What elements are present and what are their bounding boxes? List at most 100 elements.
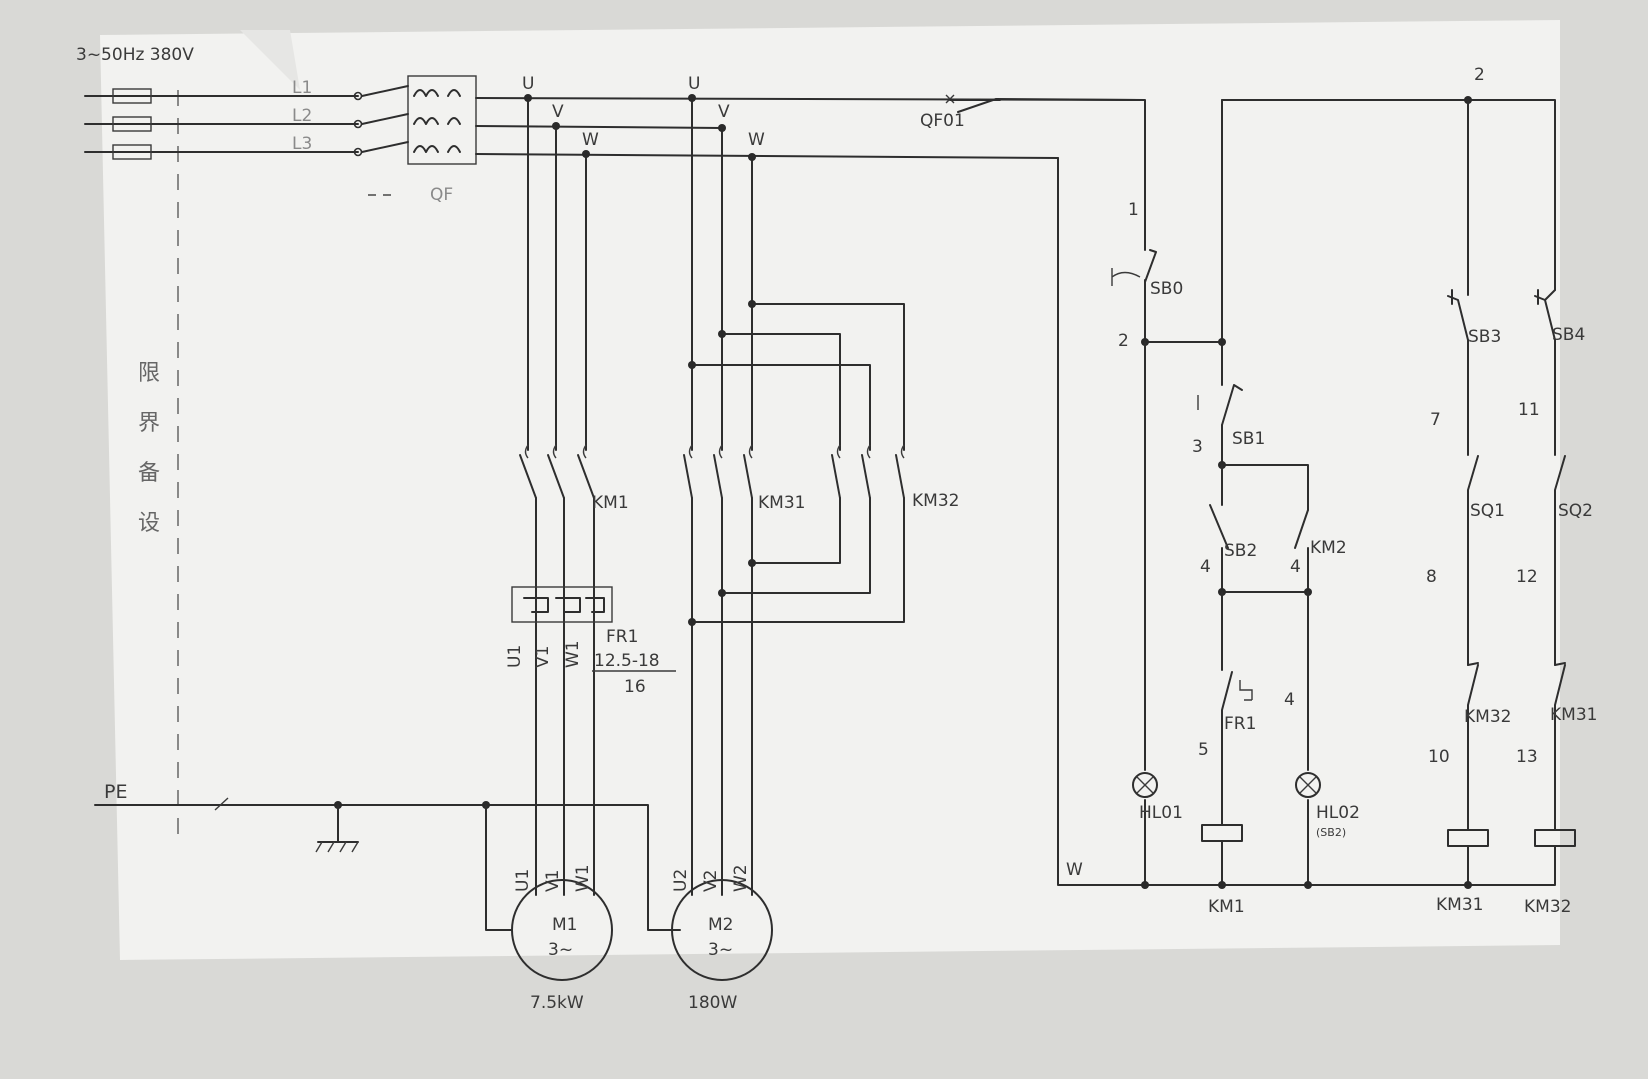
return-wire-label: W (1066, 860, 1083, 880)
contactor-label: KM32 (912, 491, 959, 511)
wire-number: 2 (1474, 65, 1485, 85)
control-breaker-label: QF01 (920, 111, 965, 131)
motor-phase: 3~ (708, 940, 733, 960)
bus-label-w: W (582, 130, 599, 150)
terminal-label: W1 (573, 864, 593, 892)
switch-label: FR1 (1224, 714, 1256, 734)
lamp-label: HL02 (1316, 803, 1360, 823)
km1-power-branch: KM1 (519, 94, 629, 801)
overload-relay: FR1 12.5-18 16 U1 V1 W1 (505, 586, 676, 697)
switch-label: SB4 (1552, 325, 1585, 345)
lamp-icon (1295, 772, 1321, 798)
phase-label: L1 (292, 78, 312, 98)
wire-number: 7 (1430, 410, 1441, 430)
bus-w (475, 153, 1059, 159)
switch-label: KM32 (1464, 707, 1511, 727)
terminal-label: U2 (671, 869, 691, 892)
overload-range: 12.5-18 (594, 651, 660, 671)
motor-name: M1 (552, 915, 577, 935)
wire-number: 4 (1284, 690, 1295, 710)
phase-label: L2 (292, 106, 312, 126)
boundary-char: 限 (138, 361, 160, 386)
wire-number: 11 (1518, 400, 1540, 420)
motor-icon (671, 879, 773, 981)
km1-control-rung: SB1 3 SB2 4 KM2 4 FR1 5 KM1 (1192, 99, 1347, 917)
terminal-label: V1 (533, 646, 553, 668)
switch-label: SQ1 (1470, 501, 1505, 521)
switch-label: SB0 (1150, 279, 1183, 299)
breaker-label: QF (430, 185, 453, 205)
bus-label-v: V (718, 102, 730, 122)
switch-label: SB1 (1232, 429, 1265, 449)
terminal-label: V2 (701, 870, 721, 892)
switch-label: SB2 (1224, 541, 1257, 561)
terminal-label: W2 (731, 864, 751, 892)
motor-icon (511, 879, 613, 981)
km31-control-rung: 2 SB3 7 SQ1 8 KM32 10 KM31 (1221, 65, 1556, 915)
bus-label-u: U (688, 74, 700, 94)
wire-number: 8 (1426, 567, 1437, 587)
terminal-label: U1 (505, 645, 525, 668)
supply-label: 3~50Hz 380V (76, 45, 194, 65)
bus-label-v: V (552, 102, 564, 122)
fuse-icon (112, 116, 152, 132)
lamp-hl02: 4 HL02 (SB2) (1284, 591, 1360, 889)
km31-km32-power-branch: KM31 KM32 (683, 94, 959, 861)
main-breaker: QF (361, 75, 477, 205)
contactor-label: KM31 (758, 493, 805, 513)
lamp-icon (1132, 772, 1158, 798)
boundary-char: 界 (138, 411, 160, 436)
motor-phase: 3~ (548, 940, 573, 960)
bus-label-w: W (748, 130, 765, 150)
fuse-icon (112, 88, 152, 104)
motor-power: 7.5kW (530, 993, 584, 1013)
overload-box (511, 586, 613, 623)
coil-label: KM1 (1208, 897, 1245, 917)
km32-control-rung: SB4 11 SQ2 12 KM31 13 KM32 (1516, 289, 1597, 917)
control-breaker: QF01 (920, 94, 1146, 211)
terminal-label: V1 (543, 870, 563, 892)
control-circuit: W 1 SB0 2 HL01 SB1 3 (1057, 65, 1597, 917)
fuse-icon (112, 144, 152, 160)
wire-number: 13 (1516, 747, 1538, 767)
lamp-note: (SB2) (1316, 826, 1346, 839)
wire-number: 5 (1198, 740, 1209, 760)
motor-m2: M2 3~ 180W U2 V2 W2 (671, 859, 773, 1013)
wire-number: 12 (1516, 567, 1538, 587)
bus-v (475, 125, 723, 129)
boundary-char: 设 (138, 511, 160, 536)
phase-label: L3 (292, 134, 312, 154)
lamp-label: HL01 (1139, 803, 1183, 823)
pe-label: PE (104, 781, 127, 803)
lamp-hl01: HL01 (1132, 341, 1183, 889)
contactor-label: KM1 (592, 493, 629, 513)
wire-number: 4 (1200, 557, 1211, 577)
tape-mark (240, 30, 300, 90)
wire-number: 2 (1118, 331, 1129, 351)
phase-l3: L3 (84, 134, 363, 160)
wire-number: 1 (1128, 200, 1139, 220)
motor-power: 180W (688, 993, 737, 1013)
switch-label: SB3 (1468, 327, 1501, 347)
phase-l2: L2 (84, 106, 363, 132)
boundary-char: 备 (138, 461, 160, 486)
protective-earth: PE (94, 781, 681, 931)
wire-number: 4 (1290, 557, 1301, 577)
motor-m1: M1 3~ 7.5kW U1 V1 W1 (511, 799, 613, 1013)
terminal-label: W1 (563, 640, 583, 668)
boundary-label: 限 界 备 设 (138, 361, 160, 536)
wire-number: 3 (1192, 437, 1203, 457)
overload-setting: 16 (624, 677, 646, 697)
motor-name: M2 (708, 915, 733, 935)
overload-label: FR1 (606, 627, 638, 647)
stop-button-sb0: SB0 2 (1111, 209, 1221, 351)
switch-label: KM31 (1550, 705, 1597, 725)
breaker-box (407, 75, 477, 165)
wire-number: 10 (1428, 747, 1450, 767)
terminal-label: U1 (513, 869, 533, 892)
switch-label: KM2 (1310, 538, 1347, 558)
bus-label-u: U (522, 74, 534, 94)
coil-label: KM32 (1524, 897, 1571, 917)
